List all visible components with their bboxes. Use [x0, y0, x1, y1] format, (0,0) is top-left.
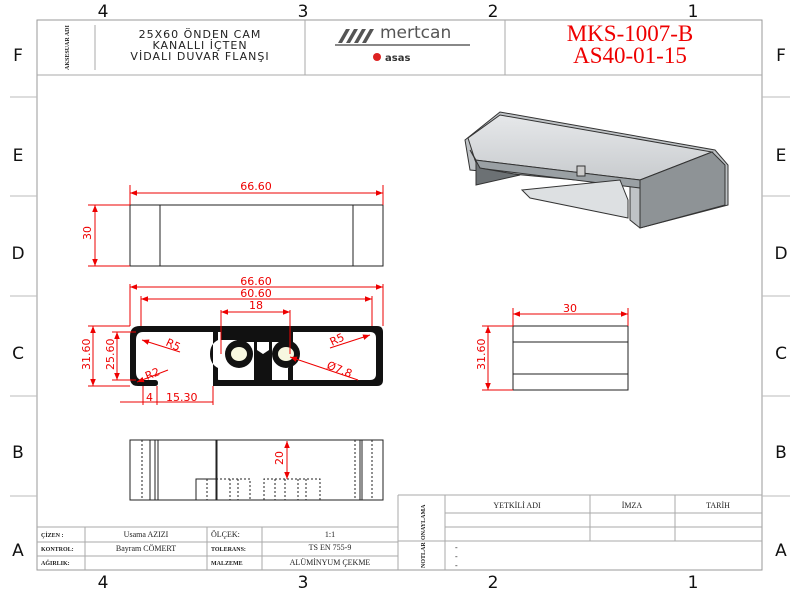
checked-by: Bayram CÖMERT: [116, 544, 176, 553]
svg-text:mertcan: mertcan: [380, 23, 451, 43]
tolerance-value: TS EN 755-9: [309, 543, 352, 552]
header-block: AKSESUAR ADI 25X60 ÖNDEN CAM KANALLI İÇT…: [37, 20, 762, 76]
label-checked-by: KONTROL:: [41, 547, 74, 553]
side-label: AKSESUAR ADI: [65, 24, 71, 70]
side-view: 30 31.60: [475, 302, 629, 391]
row-label: C: [12, 344, 24, 364]
label-scale: ÖLÇEK:: [211, 530, 240, 539]
sheet-frame: [36, 19, 763, 571]
approval-block: ONAYLAMA NOTLAR YETKİLİ ADI İMZA TARİH -…: [397, 494, 762, 570]
dim-radius-lip: R2: [143, 365, 161, 383]
dim-slot-depth: 20: [273, 451, 286, 465]
label-weight: AĞIRLIK:: [41, 559, 70, 567]
dim-hole-diameter: Ø7.8: [325, 359, 354, 381]
row-label: B: [12, 443, 24, 463]
dim-radius-left: R5: [164, 336, 183, 354]
dim-radius-right: R5: [328, 331, 347, 349]
row-label: D: [11, 244, 24, 264]
material-value: ALÜMİNYUM ÇEKME: [290, 558, 371, 567]
info-block: ÇİZEN : Usama AZIZI ÖLÇEK: 1:1 KONTROL: …: [37, 526, 398, 570]
isometric-view: [464, 111, 729, 229]
section-view: 66.60 60.60 18 31.60 25.60 R5 R5 R2 Ø7.8…: [80, 275, 384, 405]
column-label: 2: [488, 573, 499, 591]
header-signature: İMZA: [622, 501, 643, 510]
label-material: MALZEME: [211, 561, 243, 567]
column-label: 4: [98, 2, 109, 22]
drawn-by: Usama AZIZI: [124, 530, 169, 539]
column-label: 3: [298, 573, 309, 591]
row-label: E: [13, 146, 24, 166]
column-label: 4: [98, 573, 109, 591]
row-label: B: [775, 443, 787, 463]
row-label: E: [776, 146, 787, 166]
dim-side-width: 30: [563, 302, 577, 315]
part-number-secondary: AS40-01-15: [573, 43, 687, 68]
mertcan-logo: mertcan: [335, 23, 470, 46]
label-drawn-by: ÇİZEN :: [41, 532, 64, 539]
note-item: -: [455, 561, 458, 570]
dim-inner-width: 60.60: [240, 287, 272, 300]
top-view: 66.60 30: [81, 180, 384, 267]
dim-side-height: 31.60: [475, 339, 488, 371]
approval-label: ONAYLAMA: [421, 504, 427, 540]
column-label: 1: [688, 573, 699, 591]
bottom-view: 20: [129, 439, 384, 501]
note-item: -: [455, 543, 458, 552]
part-name-line: KANALLI İÇTEN: [152, 39, 247, 52]
dim-top-height: 30: [81, 226, 94, 240]
dim-overall-width: 66.60: [240, 275, 272, 288]
row-label: A: [12, 541, 24, 561]
dim-inner-height: 25.60: [104, 339, 117, 371]
note-item: -: [455, 552, 458, 561]
dim-offset: 15.30: [166, 391, 198, 404]
part-name-line: VİDALI DUVAR FLANŞI: [130, 50, 269, 63]
dim-hole-spacing: 18: [249, 299, 263, 312]
row-label: D: [774, 244, 787, 264]
header-authorized-name: YETKİLİ ADI: [493, 501, 541, 510]
row-label: A: [775, 541, 787, 561]
header-date: TARİH: [706, 501, 730, 510]
column-label: 3: [298, 2, 309, 22]
row-label: F: [13, 46, 23, 66]
part-number: MKS-1007-B: [567, 21, 694, 46]
zone-ticks: [10, 96, 790, 497]
row-label: C: [775, 344, 787, 364]
dim-top-width: 66.60: [240, 180, 272, 193]
dim-lip: 4: [146, 391, 153, 404]
label-tolerance: TOLERANS:: [211, 547, 246, 553]
svg-text:asas: asas: [385, 53, 410, 64]
column-label: 1: [688, 2, 699, 22]
row-label: F: [776, 46, 786, 66]
dim-height: 31.60: [80, 339, 93, 371]
column-label: 2: [488, 2, 499, 22]
asas-logo: asas: [373, 53, 410, 64]
notes-label: NOTLAR: [421, 542, 427, 568]
scale-value: 1:1: [325, 530, 335, 539]
part-name-line: 25X60 ÖNDEN CAM: [139, 28, 262, 41]
